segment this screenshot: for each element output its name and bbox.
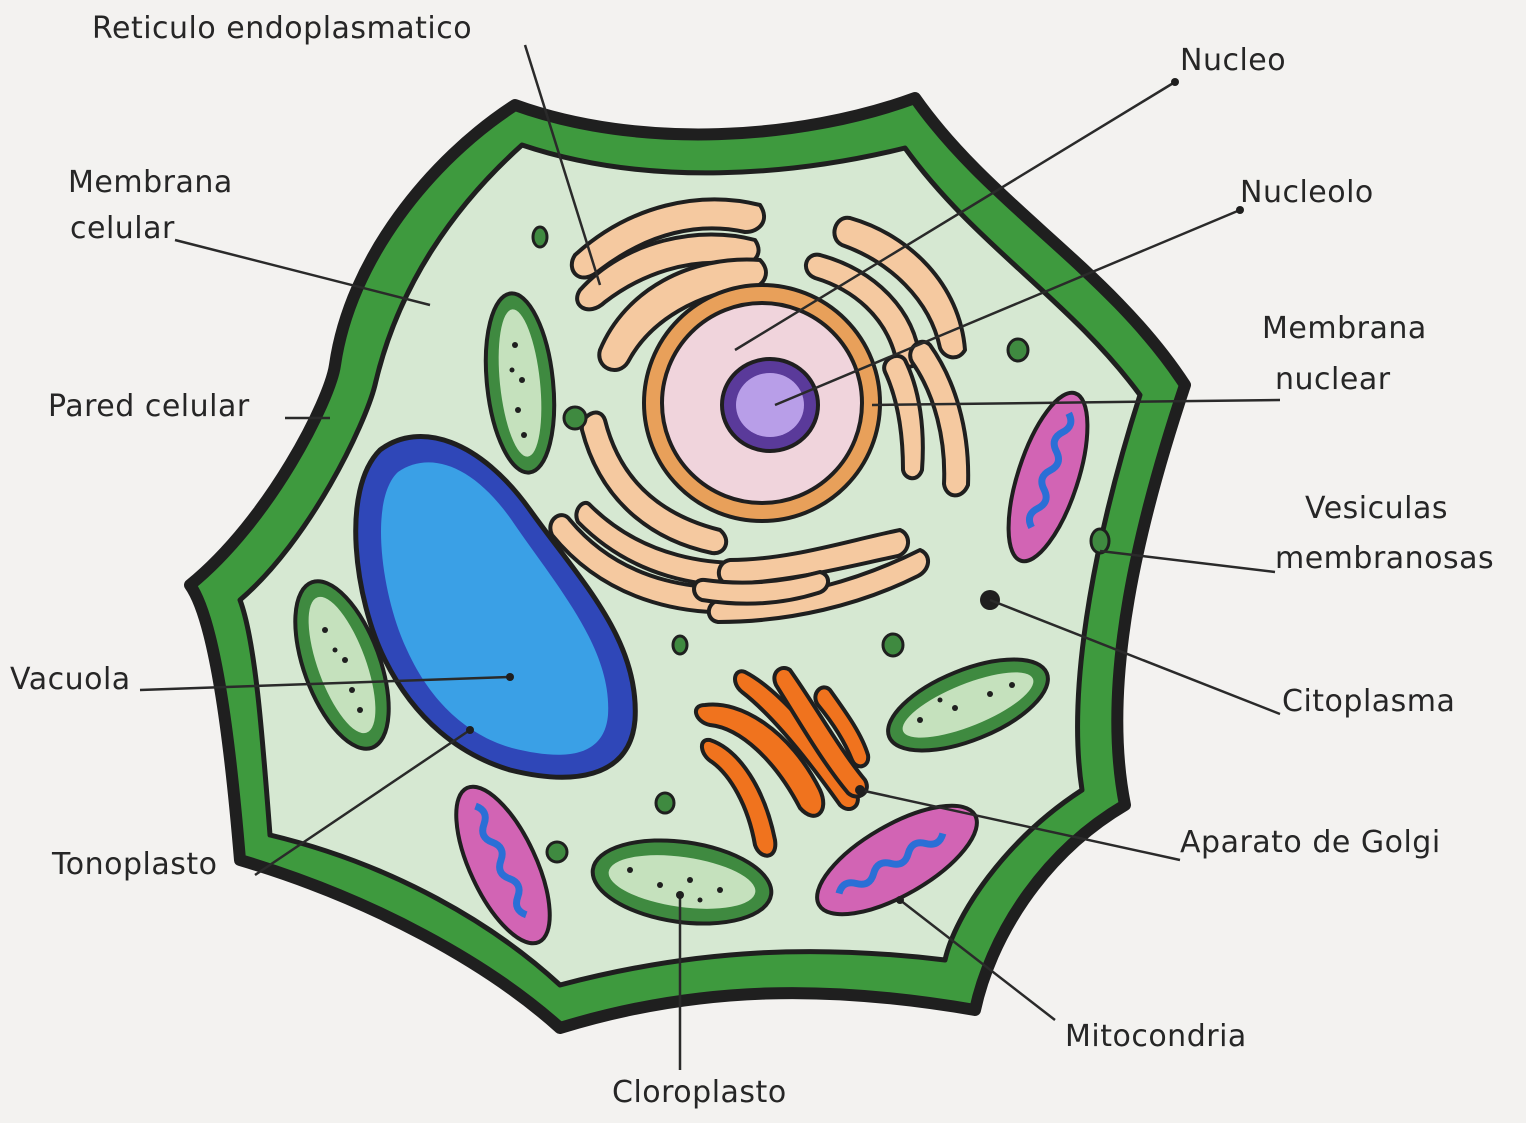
label-nucleus: Nucleo	[1180, 44, 1286, 78]
label-cell-wall: Pared celular	[48, 390, 250, 424]
label-tonoplast: Tonoplasto	[52, 848, 217, 882]
label-nucleolus: Nucleolo	[1240, 176, 1374, 210]
label-cell-membrane-2: celular	[70, 212, 175, 246]
label-mitochondria: Mitocondria	[1065, 1020, 1247, 1054]
label-nuclear-membrane-1: Membrana	[1262, 312, 1427, 346]
label-vesicles-2: membranosas	[1275, 542, 1494, 576]
label-cytoplasm: Citoplasma	[1282, 685, 1455, 719]
label-chloroplast: Cloroplasto	[612, 1076, 787, 1110]
label-golgi: Aparato de Golgi	[1180, 826, 1441, 860]
label-endoplasmic-reticulum: Reticulo endoplasmatico	[92, 12, 472, 46]
label-vacuole: Vacuola	[10, 663, 131, 697]
label-vesicles-1: Vesiculas	[1305, 492, 1448, 526]
label-nuclear-membrane-2: nuclear	[1275, 363, 1391, 397]
label-cell-membrane-1: Membrana	[68, 166, 233, 200]
nucleolus-inner	[736, 373, 804, 437]
